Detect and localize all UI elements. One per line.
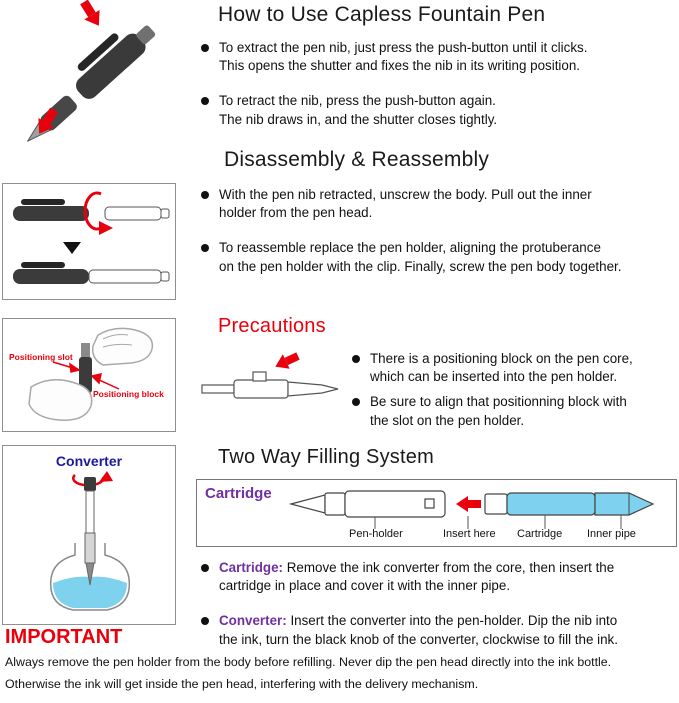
cartridge-diagram-label: Cartridge: [205, 485, 272, 502]
tilted-pen-icon: [27, 0, 156, 142]
how-to-use-title: How to Use Capless Fountain Pen: [218, 3, 546, 26]
pen-core-icon: [201, 352, 339, 399]
how-to-use-section: How to Use Capless Fountain Pen To extra…: [196, 3, 679, 146]
important-section: IMPORTANT Always remove the pen holder f…: [5, 626, 675, 692]
pen-lower: [79, 357, 92, 393]
converter-prefix: Converter:: [219, 613, 287, 629]
bullet-text: Cartridge: Remove the ink converter from…: [219, 559, 614, 595]
bullet-dot-icon: [201, 564, 209, 572]
bullet-text: To retract the nib, press the push-butto…: [219, 93, 498, 127]
two-way-filling-section: Two Way Filling System Cartridge: [196, 446, 679, 666]
bullet-item: To retract the nib, press the push-butto…: [201, 92, 679, 128]
bullet-dot-icon: [201, 97, 209, 106]
pen-holder-part: [84, 532, 96, 564]
cartridge-diagram-icon: [288, 490, 655, 529]
bullet-text: With the pen nib retracted, unscrew the …: [219, 187, 592, 221]
important-line: Always remove the pen holder from the bo…: [5, 655, 612, 669]
press-arrow-icons: [38, 0, 100, 134]
bullet-item: To reassemble replace the pen holder, al…: [201, 239, 679, 275]
nib-tip: [85, 562, 95, 586]
bullet-item: With the pen nib retracted, unscrew the …: [201, 186, 679, 222]
important-line: Otherwise the ink will get inside the pe…: [5, 676, 479, 691]
positioning-block-label: Positioning block: [93, 389, 164, 399]
pen-holder-label: Pen-holder: [349, 528, 403, 540]
precautions-bullets: There is a positioning block on the pen …: [346, 344, 633, 437]
two-way-title: Two Way Filling System: [218, 446, 434, 468]
hands-holding-pen-icon: [28, 327, 154, 421]
upper-hand: [91, 327, 154, 366]
cartridge-shape: [506, 492, 596, 516]
bullet-text: To reassemble replace the pen holder, al…: [219, 240, 622, 274]
bullet-text: There is a positioning block on the pen …: [370, 351, 633, 385]
converter-body: [85, 490, 95, 534]
bullet-item: To extract the pen nib, just press the p…: [201, 39, 679, 75]
bullet-dot-icon: [352, 355, 360, 363]
positioning-block-shape: [252, 371, 267, 382]
bullet-item: There is a positioning block on the pen …: [352, 350, 633, 386]
down-triangle-icon: [63, 242, 81, 254]
precautions-title: Precautions: [218, 315, 326, 337]
cartridge-prefix: Cartridge:: [219, 560, 283, 575]
how-to-use-bullets: To extract the pen nib, just press the p…: [196, 39, 679, 129]
rotate-arrow-icon: [83, 191, 102, 231]
bullet-item: Cartridge: Remove the ink converter from…: [201, 559, 679, 595]
precautions-section: Precautions There is a positioning block…: [196, 315, 679, 437]
converter-label: Converter: [55, 453, 123, 469]
pen-upper: [81, 343, 90, 357]
inner-pipe-shape: [594, 492, 655, 516]
converter-knob: [84, 477, 96, 491]
bullet-dot-icon: [201, 244, 209, 253]
bullet-text: Converter: Insert the converter into the…: [219, 612, 618, 648]
two-way-bullets: Cartridge: Remove the ink converter from…: [196, 559, 679, 649]
cartridge-bullet-text: Remove the ink converter from the core, …: [219, 560, 615, 594]
unscrew-pen-icon: [13, 191, 170, 284]
bullet-dot-icon: [201, 617, 209, 626]
bullet-text: To extract the pen nib, just press the p…: [219, 40, 588, 74]
converter-bullet-text: Insert the converter into the pen-holder…: [219, 613, 618, 647]
converter-fill-illustration: Converter: [2, 445, 176, 625]
pen-top: [13, 191, 170, 235]
bullet-dot-icon: [201, 44, 209, 52]
positioning-slot-label: Positioning slot: [9, 352, 73, 362]
positioning-illustration: Positioning slot Positioning block: [2, 318, 176, 432]
nib-shape: [288, 494, 326, 514]
insert-arrow-icon: [456, 496, 481, 512]
insert-here-label: Insert here: [443, 528, 496, 540]
lower-hand: [28, 379, 93, 421]
cartridge-part-label: Cartridge: [517, 528, 563, 540]
disassembly-bullets: With the pen nib retracted, unscrew the …: [196, 186, 679, 276]
bullet-dot-icon: [201, 191, 209, 199]
bullet-dot-icon: [352, 398, 360, 407]
bullet-text: Be sure to align that positionning block…: [370, 394, 627, 428]
bottle-outline: [49, 543, 131, 611]
disassembly-title: Disassembly & Reassembly: [224, 148, 490, 171]
pen-bottom: [13, 262, 170, 284]
inner-pipe-label: Inner pipe: [587, 528, 636, 540]
ink-bottle-icon: [49, 471, 131, 611]
unscrew-body-illustration: [2, 183, 176, 300]
push-button-pen-illustration: [0, 0, 180, 162]
important-title: IMPORTANT: [5, 626, 123, 648]
bullet-item: Converter: Insert the converter into the…: [201, 612, 679, 648]
pen-body-group: [27, 25, 156, 142]
label-connectors: [374, 515, 622, 529]
disassembly-section: Disassembly & Reassembly With the pen ni…: [196, 148, 679, 293]
block-pointer-arrow-icon: [275, 352, 300, 369]
filling-diagram: Cartridge: [196, 479, 677, 547]
callout-arrows: [52, 361, 120, 390]
pen-holder-shape: [344, 490, 446, 518]
ink: [53, 576, 127, 608]
bullet-item: Be sure to align that positionning block…: [352, 393, 633, 429]
